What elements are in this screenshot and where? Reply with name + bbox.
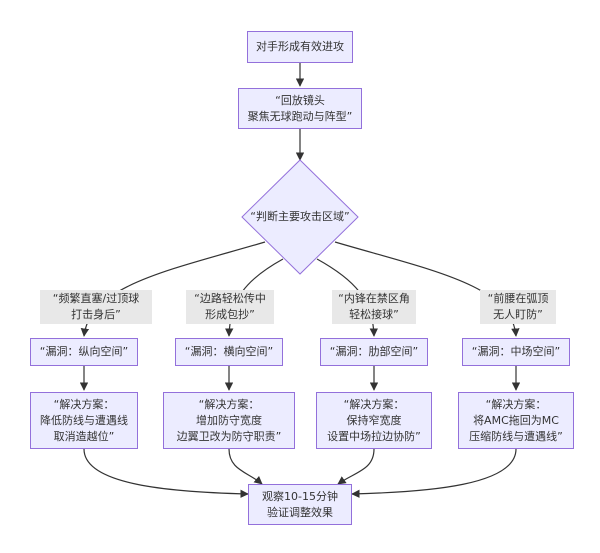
edge-label-c: “内锋在禁区角 轻松接球” (332, 290, 416, 324)
node-fix-d-line-3: 压缩防线与遭遇线” (469, 429, 563, 443)
node-fix-c: “解决方案： 保持窄宽度 设置中场拉边协防” (316, 392, 432, 449)
edge-label-b-line-2: 形成包抄” (205, 308, 255, 321)
node-fix-a-line-3: 取消造越位” (53, 429, 115, 443)
edge-fix-a-observe (83, 448, 249, 499)
edge-label-a-line-2: 打击身后” (71, 308, 121, 321)
node-gap-c-label: “漏洞：肋部空间” (329, 345, 419, 358)
node-fix-c-line-3: 设置中场拉边协防” (327, 429, 421, 443)
node-gap-a: “漏洞：纵向空间” (30, 338, 138, 366)
edge-fix-c-observe (337, 448, 375, 485)
node-fix-a: “解决方案： 降低防线与遭遇线 取消造越位” (30, 392, 138, 449)
node-judge-label: “判断主要攻击区域” (250, 210, 350, 223)
node-fix-b-line-1: “解决方案： (198, 397, 260, 411)
edge-label-c-line-1: “内锋在禁区角 (338, 292, 410, 305)
decision-diamond (241, 159, 359, 275)
node-gap-b-label: “漏洞：横向空间” (184, 345, 274, 358)
node-start-line-1: 对手形成有效进攻 (256, 40, 344, 53)
node-fix-b: “解决方案： 增加防守宽度 边翼卫改为防守职责” (163, 392, 295, 449)
edge-label-b-line-1: “边路轻松传中 (194, 292, 266, 305)
node-fix-a-line-2: 降低防线与遭遇线 (40, 413, 128, 427)
edge-fix-d-observe (351, 448, 517, 499)
edge-label-d: “前腰在弧顶 无人盯防” (480, 290, 556, 324)
node-fix-b-line-2: 增加防守宽度 (196, 413, 262, 427)
edge-label-a-line-1: “频繁直塞/过顶球 (52, 292, 140, 305)
edge-fix-b-observe (228, 448, 263, 485)
node-fix-d-line-1: “解决方案： (485, 397, 547, 411)
node-observe-line-2: 验证调整效果 (267, 505, 333, 519)
node-gap-c: “漏洞：肋部空间” (320, 338, 428, 366)
node-replay-line-2: 聚焦无球跑动与阵型” (247, 109, 353, 123)
node-gap-d-label: “漏洞：中场空间” (471, 345, 561, 358)
node-fix-c-line-2: 保持窄宽度 (346, 413, 402, 427)
edge-label-b: “边路轻松传中 形成包抄” (186, 290, 274, 324)
node-fix-a-line-1: “解决方案： (53, 397, 115, 411)
node-fix-b-line-3: 边翼卫改为防守职责” (176, 429, 282, 443)
edge-label-d-line-2: 无人盯防” (493, 308, 543, 321)
node-gap-d: “漏洞：中场空间” (462, 338, 570, 366)
node-judge: “判断主要攻击区域” (242, 207, 358, 227)
edge-label-a: “频繁直塞/过顶球 打击身后” (40, 290, 152, 324)
node-start: 对手形成有效进攻 (247, 31, 353, 63)
node-fix-d-line-2: 将AMC拖回为MC (473, 413, 559, 427)
node-replay-line-1: “回放镜头 (275, 93, 325, 107)
node-observe: 观察10-15分钟 验证调整效果 (248, 484, 352, 525)
edge-label-c-line-2: 轻松接球” (349, 308, 399, 321)
node-gap-a-label: “漏洞：纵向空间” (39, 345, 129, 358)
node-replay: “回放镜头 聚焦无球跑动与阵型” (238, 88, 362, 129)
node-fix-d: “解决方案： 将AMC拖回为MC 压缩防线与遭遇线” (458, 392, 574, 449)
edge-label-d-line-1: “前腰在弧顶 (487, 292, 549, 305)
node-observe-line-1: 观察10-15分钟 (262, 489, 338, 503)
node-fix-c-line-1: “解决方案： (343, 397, 405, 411)
node-gap-b: “漏洞：横向空间” (175, 338, 283, 366)
